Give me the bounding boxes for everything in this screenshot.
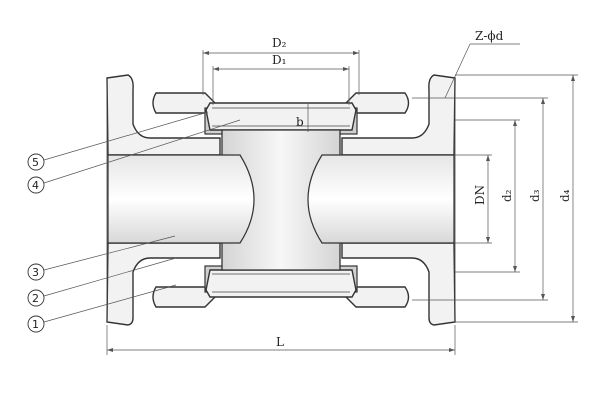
svg-text:2: 2: [32, 292, 39, 305]
left-flange-lower: [106, 242, 221, 326]
label-Zd: Z-ϕd: [475, 29, 504, 43]
pipe-bore-right: [307, 154, 455, 244]
svg-text:1: 1: [32, 318, 39, 331]
label-D1: D₁: [272, 53, 286, 67]
outer-ring-right-bottom: [345, 286, 410, 308]
pipe-bore: [107, 154, 255, 244]
label-DN: DN: [473, 185, 487, 205]
svg-text:3: 3: [32, 266, 39, 279]
left-flange-upper: [106, 74, 221, 156]
label-d4: d₄: [558, 189, 572, 202]
label-d2: d₂: [500, 189, 514, 202]
label-d3: d₃: [528, 189, 542, 202]
callout-3: 3: [27, 235, 176, 281]
label-D2: D₂: [272, 36, 287, 50]
callout-1: 1: [27, 284, 177, 333]
outer-ring-left-bottom: [152, 286, 216, 308]
right-flange-upper: [341, 74, 456, 156]
top-cover-band: [205, 102, 357, 131]
outer-ring-right-top: [345, 92, 410, 114]
svg-text:5: 5: [32, 156, 39, 169]
label-b: b: [296, 115, 304, 129]
right-flange-lower: [341, 242, 456, 326]
label-L: L: [276, 335, 284, 349]
callout-5: 5: [27, 111, 209, 171]
bottom-cover-band: [205, 269, 357, 298]
callout-4: 4: [27, 119, 241, 194]
svg-text:4: 4: [32, 179, 39, 192]
callout-2: 2: [27, 257, 177, 307]
